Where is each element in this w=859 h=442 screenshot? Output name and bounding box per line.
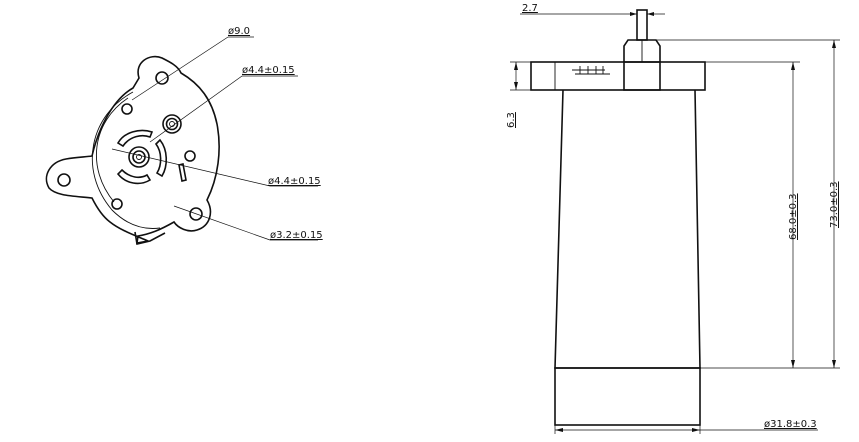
dim-body-length: 68.0±0.3 [788,193,799,240]
arrow-shaft-left [630,12,637,16]
slot-far-right [178,163,187,182]
upper-boss-outer [162,114,182,134]
leader-mount-hole [173,205,271,241]
top-lobe-hole [155,71,169,85]
leader-center-hole [111,148,271,187]
dim-total-length: 73.0±0.3 [829,181,840,228]
arrow-total-bottom [832,360,836,368]
right-lobe-hole [189,207,203,221]
arrow-total-top [832,40,836,48]
screw-hole-1 [121,103,133,115]
leader-outer-hole [131,36,229,101]
center-boss-mid [132,150,146,164]
arrow-body-top [791,62,795,70]
boss-block [623,61,661,91]
arrow-body-bottom [791,360,795,368]
dim-diameter: ø31.8±0.3 [764,419,817,430]
left-lobe-hole [57,173,71,187]
front-view: ø9.0 ø4.4±0.15 ø4.4±0.15 ø3.2±0.15 [45,26,323,245]
upper-boss-mid [165,117,179,131]
slot-right [154,138,168,178]
housing-arc [91,91,161,229]
arrow-dia-right [692,428,700,432]
slot-upper [116,129,154,148]
screw-hole-2 [184,150,196,162]
upper-boss-inner [169,121,175,127]
arrow-flange-bottom [514,82,518,90]
flange [530,61,706,91]
bottom-bracket [134,231,166,245]
housing-arc-inner [95,97,129,203]
motor-base [554,367,701,426]
arrow-shaft-right [647,12,654,16]
shaft [636,9,648,41]
connector-mark [572,66,610,75]
center-boss-inner [136,154,142,160]
slot-lower [116,168,152,185]
dim-outer-hole: ø9.0 [228,26,250,37]
arrow-dia-left [555,428,563,432]
dim-upper-hole: ø4.4±0.15 [242,65,295,76]
center-boss-outer [128,146,150,168]
arrow-flange-top [514,62,518,70]
dim-mount-hole: ø3.2±0.15 [270,230,323,241]
dim-shaft-width: 2.7 [522,3,538,14]
leader-upper-hole [149,75,243,143]
motor-body [554,89,701,369]
dim-flange-height: 6.3 [506,112,517,128]
flange-outline [45,55,220,244]
side-view: 2.7 6.3 68.0±0.3 73.0±0.3 ø31.8±0.3 [506,3,840,434]
dim-center-hole: ø4.4±0.15 [268,176,321,187]
screw-hole-3 [111,198,123,210]
